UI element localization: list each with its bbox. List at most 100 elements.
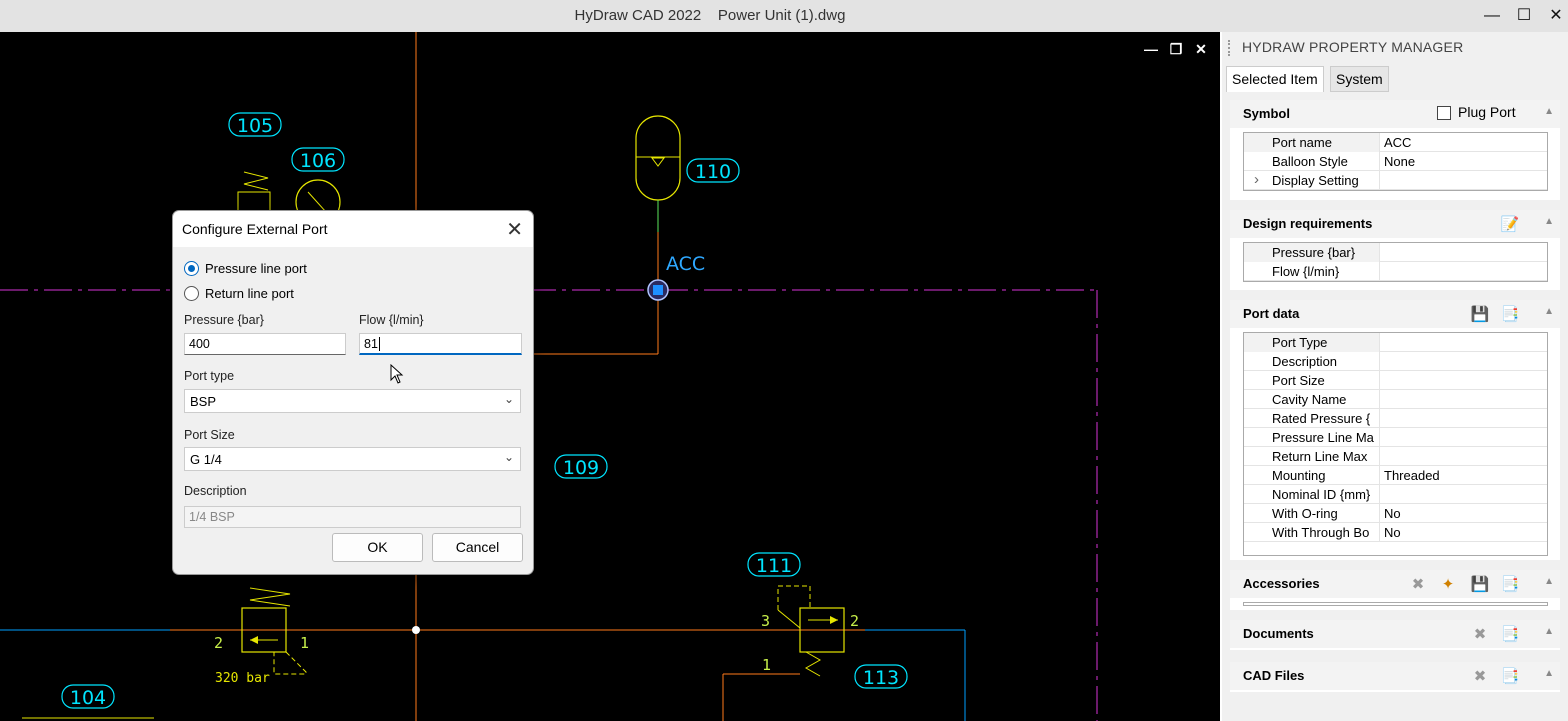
balloon-104	[61, 684, 115, 709]
relief-valve-111	[799, 607, 845, 653]
symbol-section-header[interactable]: Symbol Plug Port ▲	[1230, 100, 1560, 128]
section-title: Accessories	[1243, 576, 1320, 591]
property-value[interactable]	[1381, 171, 1384, 190]
chevron-down-icon: ⌄	[503, 392, 514, 406]
property-value[interactable]: Threaded	[1384, 468, 1440, 483]
description-input: 1/4 BSP	[184, 506, 521, 528]
doc-restore-icon[interactable]: ❐	[1169, 41, 1183, 57]
collapse-icon[interactable]: ▲	[1544, 106, 1554, 117]
dialog-title: Configure External Port	[182, 221, 328, 237]
library-icon[interactable]: 📑	[1500, 576, 1520, 593]
tab-selected-item[interactable]: Selected Item	[1226, 66, 1324, 92]
property-key: Port Size	[1244, 371, 1380, 390]
save-icon[interactable]: 💾	[1470, 306, 1490, 323]
property-key: Return Line Max	[1244, 447, 1380, 466]
delete-icon[interactable]: ✖	[1411, 576, 1425, 593]
collapse-icon[interactable]: ▲	[1544, 576, 1554, 587]
property-value[interactable]	[1381, 390, 1384, 409]
property-row[interactable]: Display Setting›	[1244, 171, 1547, 190]
library-icon[interactable]: 📑	[1500, 626, 1520, 643]
schematic-drawing: 105 106 110 109 111 113 104 ACC 2 1 3 2 …	[0, 32, 1098, 721]
radio-checked-icon[interactable]	[184, 261, 199, 276]
dialog-close-icon[interactable]: ✕	[506, 219, 523, 241]
accessories-section: Accessories ✖ ✦ 💾 📑 ▲	[1230, 570, 1560, 610]
property-value[interactable]	[1381, 262, 1384, 281]
property-row[interactable]: Port Type	[1244, 333, 1547, 352]
balloon-105	[228, 112, 282, 137]
balloon-text: 113	[863, 667, 899, 689]
collapse-icon[interactable]: ▲	[1544, 626, 1554, 637]
balloon-111	[747, 552, 801, 577]
add-icon[interactable]: ✦	[1441, 576, 1455, 593]
property-value[interactable]	[1381, 333, 1384, 352]
property-value[interactable]	[1381, 485, 1384, 504]
save-icon[interactable]: 💾	[1470, 576, 1490, 593]
maximize-icon[interactable]: ☐	[1516, 7, 1532, 24]
property-row[interactable]: With O-ring No	[1244, 504, 1547, 523]
property-key: Description	[1244, 352, 1380, 371]
delete-icon[interactable]: ✖	[1473, 626, 1487, 643]
expand-icon[interactable]: ›	[1254, 171, 1259, 188]
property-value[interactable]	[1381, 371, 1384, 390]
property-row[interactable]: Nominal ID {mm}	[1244, 485, 1547, 504]
panel-grip-icon[interactable]	[1228, 40, 1234, 56]
property-value[interactable]: ACC	[1384, 135, 1412, 150]
edit-icon[interactable]: 📝	[1500, 216, 1520, 233]
delete-icon[interactable]: ✖	[1473, 668, 1487, 685]
property-value[interactable]	[1381, 243, 1384, 262]
accessories-section-header[interactable]: Accessories ✖ ✦ 💾 📑 ▲	[1230, 570, 1560, 598]
property-value[interactable]: No	[1384, 525, 1401, 540]
port-number-label: 2	[850, 612, 859, 630]
property-value[interactable]	[1381, 409, 1384, 428]
design-section-header[interactable]: Design requirements 📝 ▲	[1230, 210, 1560, 238]
collapse-icon[interactable]: ▲	[1544, 216, 1554, 227]
property-row[interactable]: Cavity Name	[1244, 390, 1547, 409]
property-key: With O-ring	[1244, 504, 1380, 523]
port-type-select[interactable]: BSP ⌄	[184, 389, 521, 413]
port-size-select[interactable]: G 1/4 ⌄	[184, 447, 521, 471]
collapse-icon[interactable]: ▲	[1544, 668, 1554, 679]
documents-section-header[interactable]: Documents ✖ 📑 ▲	[1230, 620, 1560, 648]
radio-unchecked-icon[interactable]	[184, 286, 199, 301]
pressure-input[interactable]: 400	[184, 333, 346, 355]
balloon-113	[854, 664, 908, 689]
library-icon[interactable]: 📑	[1500, 668, 1520, 685]
property-row[interactable]: Return Line Max	[1244, 447, 1547, 466]
property-row[interactable]: Pressure Line Ma	[1244, 428, 1547, 447]
property-row[interactable]: Port Size	[1244, 371, 1547, 390]
property-key: Display Setting	[1244, 171, 1380, 190]
balloon-106	[291, 147, 345, 172]
close-icon[interactable]: ✕	[1549, 7, 1563, 24]
plug-port-checkbox[interactable]	[1437, 106, 1451, 120]
doc-close-icon[interactable]: ✕	[1195, 41, 1207, 57]
property-row[interactable]: Flow {l/min}	[1244, 262, 1547, 281]
property-value[interactable]	[1381, 352, 1384, 371]
property-value[interactable]	[1381, 447, 1384, 466]
property-value[interactable]: None	[1384, 154, 1416, 169]
library-icon[interactable]: 📑	[1500, 306, 1520, 323]
tab-system[interactable]: System	[1330, 66, 1389, 92]
property-key: Pressure Line Ma	[1244, 428, 1380, 447]
port-type-label: Port type	[184, 369, 235, 383]
cad-files-section-header[interactable]: CAD Files ✖ 📑 ▲	[1230, 662, 1560, 690]
collapse-icon[interactable]: ▲	[1544, 306, 1554, 317]
property-row[interactable]: Pressure {bar}	[1244, 243, 1547, 262]
cancel-button[interactable]: Cancel	[432, 533, 523, 562]
property-row[interactable]: Rated Pressure {	[1244, 409, 1547, 428]
section-title: Symbol	[1243, 106, 1290, 121]
minimize-icon[interactable]: —	[1484, 7, 1500, 24]
property-row[interactable]: Description	[1244, 352, 1547, 371]
property-value[interactable]: No	[1384, 506, 1401, 521]
doc-minimize-icon[interactable]: —	[1144, 41, 1158, 57]
property-key: Pressure {bar}	[1244, 243, 1380, 262]
balloon-text: 109	[563, 457, 599, 479]
flow-input[interactable]: 81	[359, 333, 522, 355]
property-value[interactable]	[1381, 428, 1384, 447]
ok-button[interactable]: OK	[332, 533, 423, 562]
port-data-section-header[interactable]: Port data 💾 📑 ▲	[1230, 300, 1560, 328]
description-label: Description	[184, 484, 247, 498]
